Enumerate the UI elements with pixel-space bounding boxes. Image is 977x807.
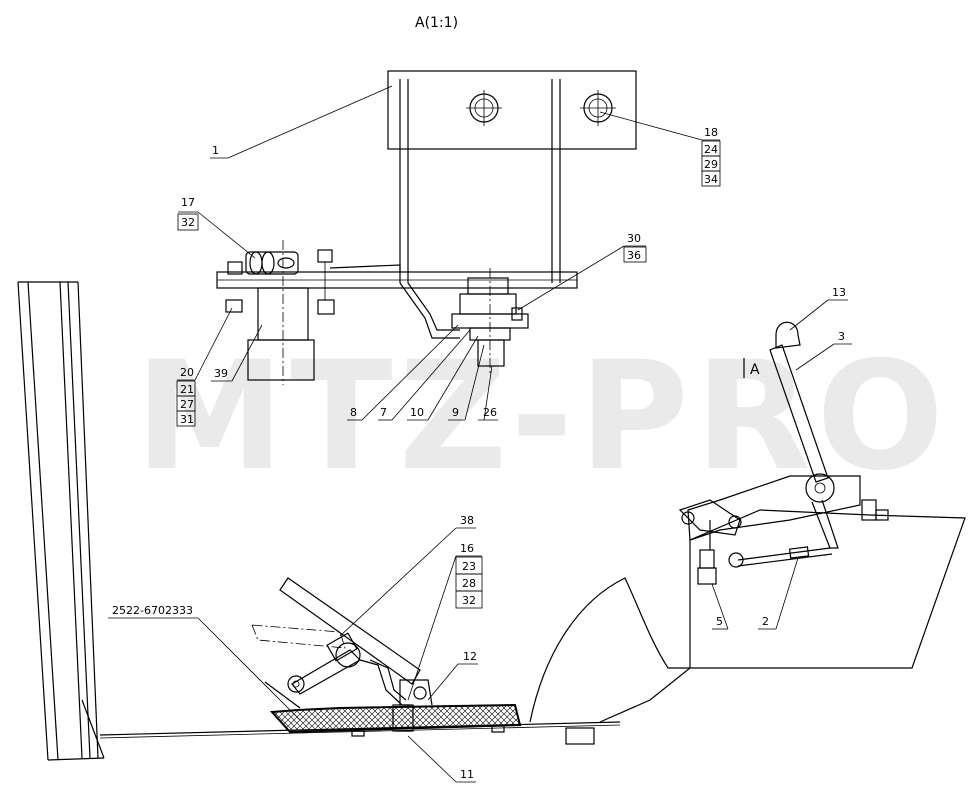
callout-16: 16 <box>460 542 474 555</box>
view-title: A(1:1) <box>415 15 458 31</box>
callout-30: 30 <box>627 232 641 245</box>
callout-36: 36 <box>627 249 641 262</box>
callout-13: 13 <box>832 286 846 299</box>
callout-2: 2 <box>762 615 769 628</box>
callout-18: 18 <box>704 126 718 139</box>
callout-5: 5 <box>716 615 723 628</box>
bracket-assembly <box>216 70 637 385</box>
callout-10: 10 <box>410 406 424 419</box>
callout-26: 26 <box>483 406 497 419</box>
callout-17: 17 <box>181 196 195 209</box>
callout-12: 12 <box>463 650 477 663</box>
pedal-assembly <box>251 577 522 737</box>
callout-9: 9 <box>452 406 459 419</box>
callout-27: 27 <box>180 398 194 411</box>
callout-7: 7 <box>380 406 387 419</box>
right-structure <box>529 321 966 745</box>
callout-11: 11 <box>460 768 474 781</box>
callout-1: 1 <box>212 144 219 157</box>
callout-38: 38 <box>460 514 474 527</box>
callout-31: 31 <box>180 413 194 426</box>
watermark: MTZ-PRO <box>135 330 950 504</box>
callout-28: 28 <box>462 577 476 590</box>
callout-8: 8 <box>350 406 357 419</box>
view-marker: A <box>750 362 760 378</box>
panel-edge <box>17 281 105 761</box>
callout-29: 29 <box>704 158 718 171</box>
callout-20: 20 <box>180 366 194 379</box>
callout-32-bottom: 32 <box>462 594 476 607</box>
callout-39: 39 <box>214 367 228 380</box>
callout-32-top: 32 <box>181 216 195 229</box>
callouts: 1 18 24 29 34 17 32 30 36 20 21 27 31 <box>108 85 852 783</box>
part-number: 2522-6702333 <box>112 604 193 617</box>
callout-24: 24 <box>704 143 718 156</box>
callout-23: 23 <box>462 560 476 573</box>
callout-21: 21 <box>180 383 194 396</box>
callout-3: 3 <box>838 330 845 343</box>
callout-34: 34 <box>704 173 718 186</box>
